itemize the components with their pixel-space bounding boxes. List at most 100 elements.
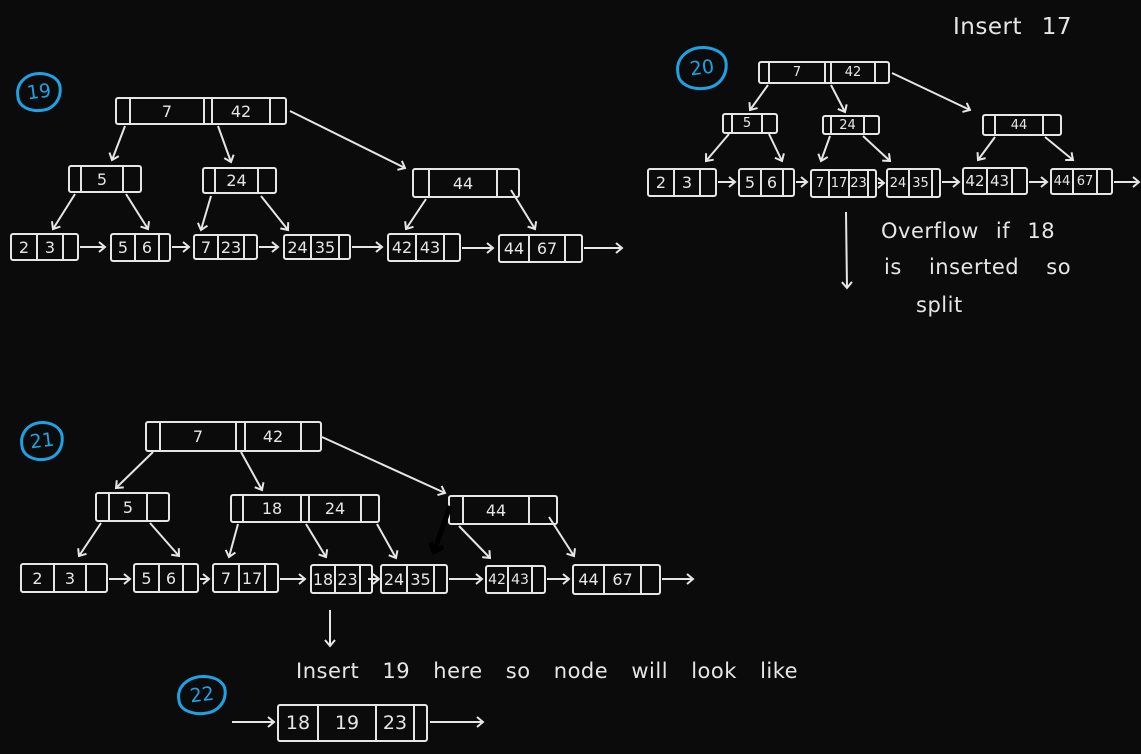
pointer-cell	[266, 565, 277, 591]
d20-internal-node-24: 24	[822, 115, 880, 135]
annotation-insert-19: Insert 19 here so node will look like	[296, 659, 799, 683]
d21-arrows	[77, 436, 695, 648]
annotation-insert-17: Insert 17	[953, 14, 1073, 40]
pointer-cell	[642, 566, 659, 593]
key-cell: 18	[279, 706, 319, 740]
key-cell: 43	[988, 169, 1013, 193]
key-cell: 42	[389, 235, 417, 260]
pointer-cell	[124, 167, 140, 191]
key-cell: 67	[605, 566, 642, 593]
pointer-cell	[87, 565, 106, 591]
pointer-cell	[205, 99, 213, 123]
key-cell: 2	[12, 235, 38, 259]
key-cell: 7	[161, 423, 237, 450]
pointer-cell	[232, 496, 244, 521]
key-cell: 2	[22, 565, 55, 591]
pointer-cell	[70, 167, 82, 191]
pointer-cell	[414, 170, 430, 196]
key-cell: 6	[136, 235, 160, 260]
pointer-cell	[1013, 169, 1026, 193]
key-cell: 18	[312, 566, 336, 592]
step-22-badge: 22	[174, 672, 230, 718]
key-cell: 19	[319, 706, 377, 740]
step-21-badge: 21	[17, 418, 67, 464]
overflow-down-arrow	[841, 211, 853, 290]
pointer-cell	[237, 423, 246, 450]
key-cell: 44	[574, 566, 605, 593]
key-cell: 6	[762, 170, 784, 195]
annotation-overflow-line2: is inserted so	[884, 255, 1072, 279]
pointer-cell	[271, 99, 285, 123]
pointer-cell	[724, 115, 733, 132]
key-cell: 44	[996, 116, 1044, 134]
key-cell: 24	[216, 169, 259, 192]
key-cell: 35	[312, 236, 340, 258]
pointer-cell	[435, 566, 446, 592]
pointer-cell	[245, 236, 256, 258]
key-cell: 3	[38, 235, 64, 259]
key-cell: 24	[832, 117, 865, 133]
pointer-cell	[204, 169, 216, 192]
key-cell: 44	[500, 236, 530, 261]
key-cell: 3	[55, 565, 87, 591]
pointer-cell	[340, 236, 349, 258]
pointer-cell	[876, 63, 888, 82]
key-cell: 17	[830, 171, 850, 196]
key-cell: 44	[430, 170, 498, 196]
key-cell: 5	[733, 115, 763, 132]
pointer-cell	[498, 170, 518, 196]
key-cell: 7	[195, 236, 219, 258]
key-cell: 44	[1052, 170, 1074, 193]
pointer-cell	[933, 170, 939, 196]
pointer-cell	[450, 497, 464, 523]
key-cell: 42	[213, 99, 271, 123]
key-cell: 2	[649, 170, 675, 195]
d21-internal-node-44: 44	[448, 495, 558, 525]
pointer-cell	[361, 566, 371, 592]
key-cell: 23	[850, 171, 869, 196]
pointer-cell	[147, 423, 161, 450]
pointer-cell	[984, 116, 996, 134]
key-cell: 42	[964, 169, 988, 193]
key-cell: 7	[131, 99, 205, 123]
key-cell: 43	[509, 567, 533, 592]
key-cell: 42	[487, 567, 509, 592]
key-cell: 67	[530, 236, 566, 261]
d19-root-node: 7 42	[115, 97, 287, 125]
key-cell: 67	[1074, 170, 1098, 193]
pointer-cell	[566, 236, 581, 261]
d20-internal-node-44: 44	[982, 114, 1062, 136]
pointer-cell	[760, 63, 770, 82]
key-cell: 24	[285, 236, 312, 258]
pointer-cell	[184, 565, 197, 591]
pointer-cell	[117, 99, 131, 123]
key-cell: 17	[240, 565, 266, 591]
key-cell: 5	[110, 494, 148, 520]
pointer-cell	[362, 496, 378, 521]
pointer-cell	[1098, 170, 1111, 193]
pointer-cell	[97, 494, 110, 520]
pointer-cell	[826, 63, 832, 82]
d19-internal-node-44: 44	[412, 168, 520, 198]
key-cell: 35	[910, 170, 933, 196]
key-cell: 24	[310, 496, 362, 521]
d20-internal-node-5: 5	[722, 113, 778, 134]
